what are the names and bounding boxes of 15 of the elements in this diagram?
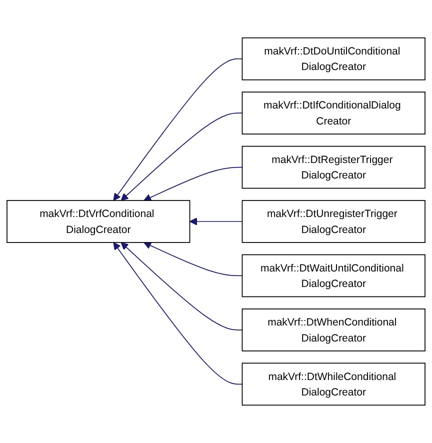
class-box: makVrf::DtWhileConditional DialogCreator [242,362,426,406]
inheritance-arrow [113,58,243,201]
inheritance-arrow [113,242,243,385]
inheritance-arrow [189,218,243,226]
inheritance-arrow [120,112,243,201]
class-box: makVrf::DtWaitUntilConditional DialogCreator [242,254,426,298]
class-box: makVrf::DtIfConditionalDialog Creator [242,92,426,134]
class-box: makVrf::DtVrfConditional DialogCreator [6,200,190,243]
class-box: makVrf::DtWhenConditional DialogCreator [242,308,426,352]
class-box: makVrf::DtRegisterTrigger DialogCreator [242,146,426,189]
inheritance-arrow [144,166,243,202]
class-box: makVrf::DtDoUntilConditional DialogCreator [242,37,426,80]
class-box: makVrf::DtUnregisterTrigger DialogCreator [242,200,426,243]
inheritance-arrow [144,242,243,276]
inheritance-arrow [120,242,243,330]
